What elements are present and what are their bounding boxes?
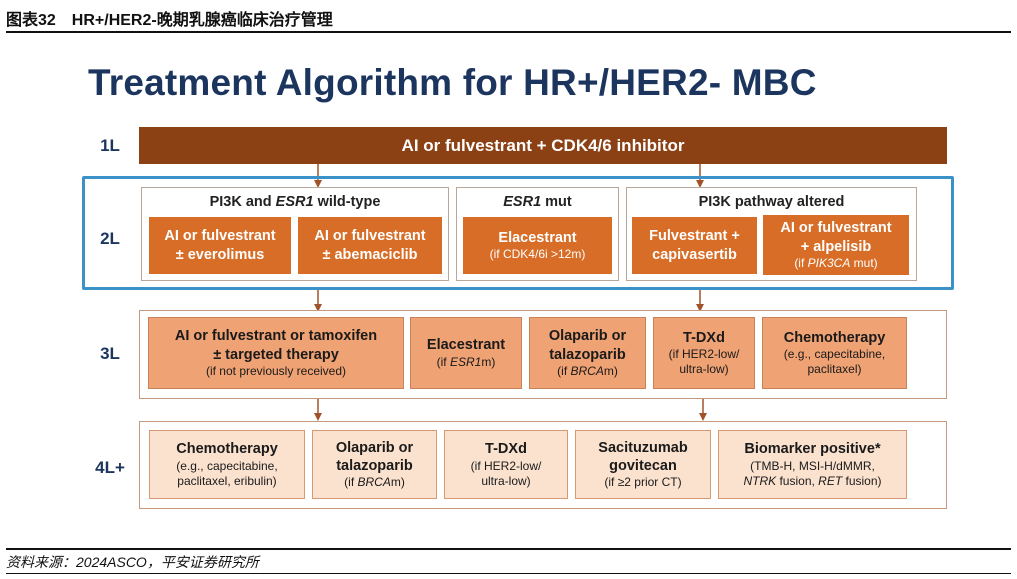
line-label-4l: 4L+ [95,458,125,477]
elacestrant-3l-note-post: m) [481,354,496,369]
box-4l-sacituzumab-line2: govitecan [609,458,677,474]
box-4l-chemotherapy-note1: (e.g., capecitabine, [176,458,278,473]
box-3l-elacestrant-title: Elacestrant [426,337,506,354]
group-pi3k-esr1-wildtype-title: PI3K and ESR1 wild-type [141,194,449,210]
box-3l-tdxd-note1: (if HER2-low/ [668,347,740,362]
box-ai-fulvestrant-alpelisib-line1: AI or fulvestrant [780,220,892,237]
second-line-frame [82,176,954,290]
box-4l-chemotherapy-note2: paclitaxel, eribulin) [177,473,277,488]
line-label-2l: 2L [100,229,120,248]
box-4l-biomarker-note2: NTRK fusion, RET fusion) [743,474,881,489]
box-3l-chemotherapy-note2: paclitaxel) [807,362,862,377]
box-4l-parp-note: (if BRCAm) [344,475,405,490]
box-3l-endocrine-note: (if not previously received) [205,363,347,378]
box-3l-endocrine-line1: AI or fulvestrant or tamoxifen [174,328,378,345]
box-ai-fulvestrant-everolimus-line2: ± everolimus [175,246,265,263]
group2-title-post: mut [541,194,572,210]
parp-4l-note-post: m) [390,475,405,490]
biomarker-note-ntrk: NTRK [743,473,777,488]
box-ai-fulvestrant-everolimus-line1: AI or fulvestrant [164,228,276,245]
line-label-1l: 1L [100,136,120,155]
parp-4l-note-pre: (if [344,475,358,490]
group1-title-post: wild-type [313,194,381,210]
box-3l-endocrine-line2: ± targeted therapy [213,346,339,363]
biomarker-note-post: fusion) [842,473,882,488]
box-4l-sacituzumab: Sacituzumab govitecan (if ≥2 prior CT) [575,430,711,499]
box-4l-tdxd: T-DXd (if HER2-low/ ultra-low) [444,430,568,499]
box-ai-fulvestrant-alpelisib-note: (if PIK3CA mut) [794,256,877,271]
box-3l-chemotherapy-note1: (e.g., capecitabine, [783,347,886,362]
box-ai-fulvestrant-alpelisib: AI or fulvestrant + alpelisib (if PIK3CA… [763,215,909,275]
box-3l-tdxd: T-DXd (if HER2-low/ ultra-low) [653,317,755,389]
alpelisib-note-post: mut) [850,255,878,270]
box-3l-parp-line2: talazoparib [549,346,626,363]
box-4l-sacituzumab-line1: Sacituzumab [598,439,688,456]
box-4l-tdxd-note2: ultra-low) [481,473,531,488]
box-3l-parp-note: (if BRCAm) [557,364,618,379]
box-4l-biomarker-positive: Biomarker positive* (TMB-H, MSI-H/dMMR, … [718,430,907,499]
box-3l-parp-inhibitor: Olaparib or talazoparib (if BRCAm) [529,317,646,389]
source-note: 资料来源：2024ASCO，平安证券研究所 [6,554,259,570]
group-esr1-mut-title: ESR1 mut [456,194,619,210]
box-fulvestrant-capivasertib-line1: Fulvestrant + [649,228,740,245]
box-3l-tdxd-title: T-DXd [683,329,725,346]
parp-3l-note-post: m) [603,363,618,378]
first-line-text: AI or fulvestrant + CDK4/6 inhibitor [401,135,685,155]
box-4l-biomarker-note1: (TMB-H, MSI-H/dMMR, [750,458,875,473]
box-4l-parp-inhibitor: Olaparib or talazoparib (if BRCAm) [312,430,437,499]
box-4l-tdxd-title: T-DXd [485,441,527,458]
box-elacestrant-2l-note: (if CDK4/6i >12m) [489,247,586,262]
alpelisib-note-pre: (if [794,255,808,270]
bottom-rule [6,548,1011,550]
biomarker-note-ret: RET [818,473,843,488]
box-fulvestrant-capivasertib: Fulvestrant + capivasertib [632,217,757,274]
box-3l-elacestrant: Elacestrant (if ESR1m) [410,317,522,389]
box-3l-parp-line1: Olaparib or [548,328,627,345]
line-label-3l: 3L [100,344,120,363]
box-elacestrant-2l: Elacestrant (if CDK4/6i >12m) [463,217,612,274]
elacestrant-3l-note-pre: (if [436,354,450,369]
box-ai-fulvestrant-alpelisib-line2: + alpelisib [800,238,872,255]
parp-4l-note-gene: BRCA [357,475,391,490]
box-4l-parp-line2: talazoparib [336,458,413,474]
box-ai-fulvestrant-abemaciclib-line2: ± abemaciclib [322,246,418,263]
box-4l-chemotherapy-title: Chemotherapy [176,441,278,458]
top-rule [6,31,1011,33]
footer-rule [6,573,1011,574]
box-elacestrant-2l-title: Elacestrant [498,229,577,246]
elacestrant-3l-note-gene: ESR1 [449,354,482,369]
box-4l-parp-line1: Olaparib or [335,439,414,456]
box-3l-endocrine-targeted: AI or fulvestrant or tamoxifen ± targete… [148,317,404,389]
group1-title-gene: ESR1 [275,194,314,210]
box-4l-sacituzumab-note: (if ≥2 prior CT) [604,475,682,490]
group-pi3k-pathway-altered-title: PI3K pathway altered [698,194,845,210]
biomarker-note-mid: fusion, [776,473,819,488]
box-ai-fulvestrant-abemaciclib-line1: AI or fulvestrant [314,228,426,245]
parp-3l-note-pre: (if [557,363,571,378]
box-fulvestrant-capivasertib-line2: capivasertib [652,246,737,263]
box-4l-tdxd-note1: (if HER2-low/ [470,458,542,473]
box-3l-elacestrant-note: (if ESR1m) [437,355,496,370]
box-3l-tdxd-note2: ultra-low) [679,362,729,377]
group2-title-gene: ESR1 [503,194,542,210]
box-ai-fulvestrant-everolimus: AI or fulvestrant ± everolimus [149,217,291,274]
box-ai-fulvestrant-abemaciclib: AI or fulvestrant ± abemaciclib [298,217,442,274]
box-4l-biomarker-title: Biomarker positive* [744,441,881,458]
box-4l-chemotherapy: Chemotherapy (e.g., capecitabine, paclit… [149,430,305,499]
parp-3l-note-gene: BRCA [570,363,604,378]
main-title: Treatment Algorithm for HR+/HER2- MBC [88,62,817,103]
group1-title-pre: PI3K and [209,194,276,210]
box-3l-chemotherapy: Chemotherapy (e.g., capecitabine, paclit… [762,317,907,389]
alpelisib-note-gene: PIK3CA [807,255,851,270]
first-line-bar: AI or fulvestrant + CDK4/6 inhibitor [139,127,947,164]
figure-caption: 图表32 HR+/HER2-晚期乳腺癌临床治疗管理 [6,12,333,29]
box-3l-chemotherapy-title: Chemotherapy [783,329,886,346]
